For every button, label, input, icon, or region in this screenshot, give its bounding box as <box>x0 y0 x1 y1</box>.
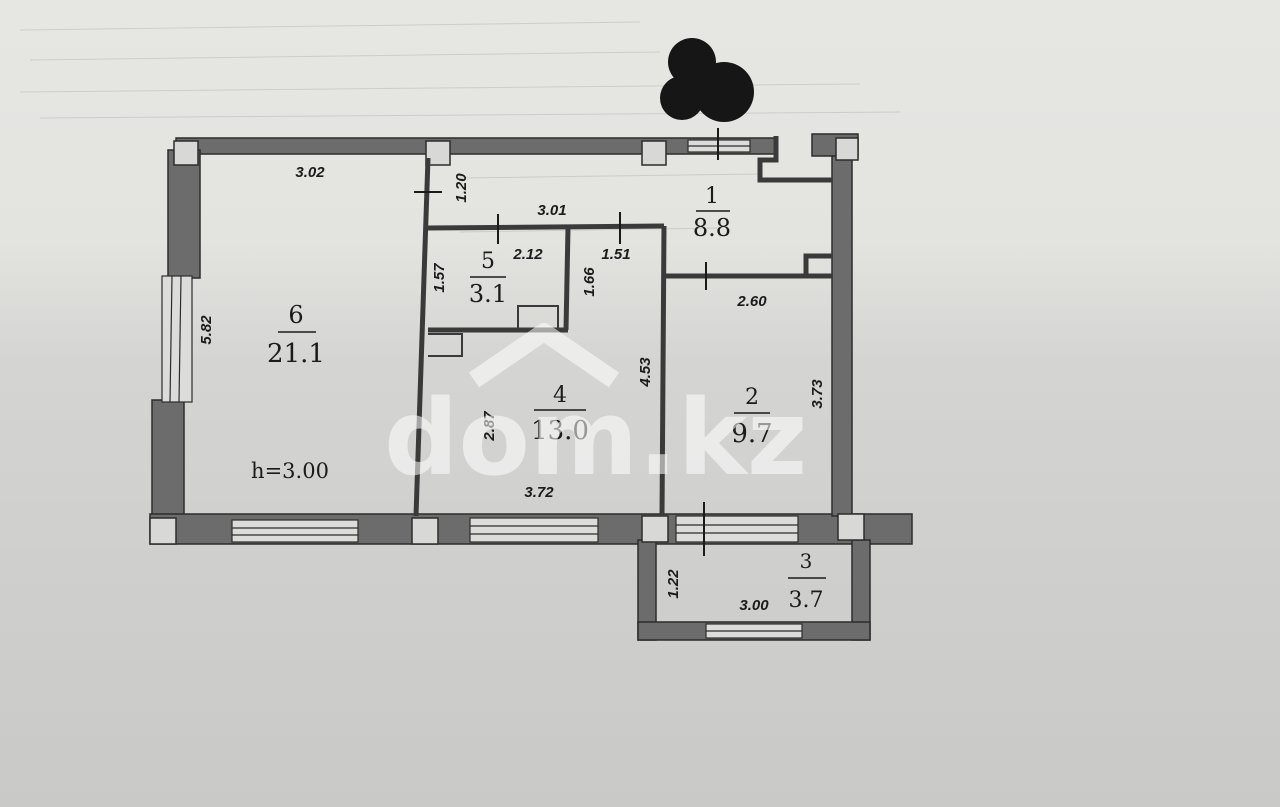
svg-text:13.0: 13.0 <box>531 416 589 446</box>
room-4-label: 4 13.0 <box>531 383 589 446</box>
svg-text:1: 1 <box>705 184 719 209</box>
scan-background-lines <box>19 21 901 233</box>
svg-text:9.7: 9.7 <box>731 419 772 449</box>
columns <box>149 137 865 545</box>
svg-text:1.51: 1.51 <box>601 246 630 263</box>
svg-text:3.72: 3.72 <box>524 484 554 501</box>
svg-text:3: 3 <box>800 549 813 573</box>
svg-text:3.7: 3.7 <box>789 588 824 613</box>
bottom-windows <box>231 515 799 543</box>
svg-text:5: 5 <box>481 249 495 274</box>
svg-text:1.66: 1.66 <box>581 267 598 297</box>
ink-blot <box>660 38 754 122</box>
balcony-walls <box>637 539 871 641</box>
room-3-label: 3 3.7 <box>788 549 826 613</box>
svg-text:1.22: 1.22 <box>665 569 682 599</box>
entrance-door <box>757 136 832 183</box>
room-2-label: 2 9.7 <box>731 385 772 449</box>
svg-text:1.20: 1.20 <box>453 173 470 203</box>
svg-text:2.12: 2.12 <box>512 246 543 263</box>
room-5-label: 5 3.1 <box>469 249 507 308</box>
svg-text:dom.kz: dom.kz <box>384 377 807 499</box>
svg-text:2.87: 2.87 <box>481 411 498 442</box>
room-6-label: 6 21.1 <box>267 301 325 369</box>
svg-text:3.01: 3.01 <box>537 202 566 219</box>
svg-text:3.02: 3.02 <box>295 164 325 181</box>
room-1-label: 1 8.8 <box>693 184 731 242</box>
dimension-labels: 3.02 1.20 3.01 2.12 1.51 1.57 1.66 5.82 … <box>198 164 826 614</box>
svg-text:6: 6 <box>288 301 303 329</box>
svg-text:3.1: 3.1 <box>469 280 507 308</box>
svg-text:8.8: 8.8 <box>693 214 731 242</box>
svg-text:5.82: 5.82 <box>198 315 215 345</box>
svg-text:3.73: 3.73 <box>809 379 826 409</box>
ceiling-height: h=3.00 <box>251 459 329 483</box>
svg-text:1.57: 1.57 <box>431 263 448 293</box>
svg-text:21.1: 21.1 <box>267 339 325 369</box>
left-window <box>161 275 193 403</box>
svg-text:4: 4 <box>553 383 567 408</box>
svg-text:2: 2 <box>745 385 759 410</box>
svg-text:3.00: 3.00 <box>739 597 769 614</box>
svg-text:4.53: 4.53 <box>637 357 654 388</box>
dimension-ticks <box>414 128 719 556</box>
dom-kz-watermark: dom.kz <box>384 323 807 499</box>
svg-text:2.60: 2.60 <box>736 293 767 310</box>
